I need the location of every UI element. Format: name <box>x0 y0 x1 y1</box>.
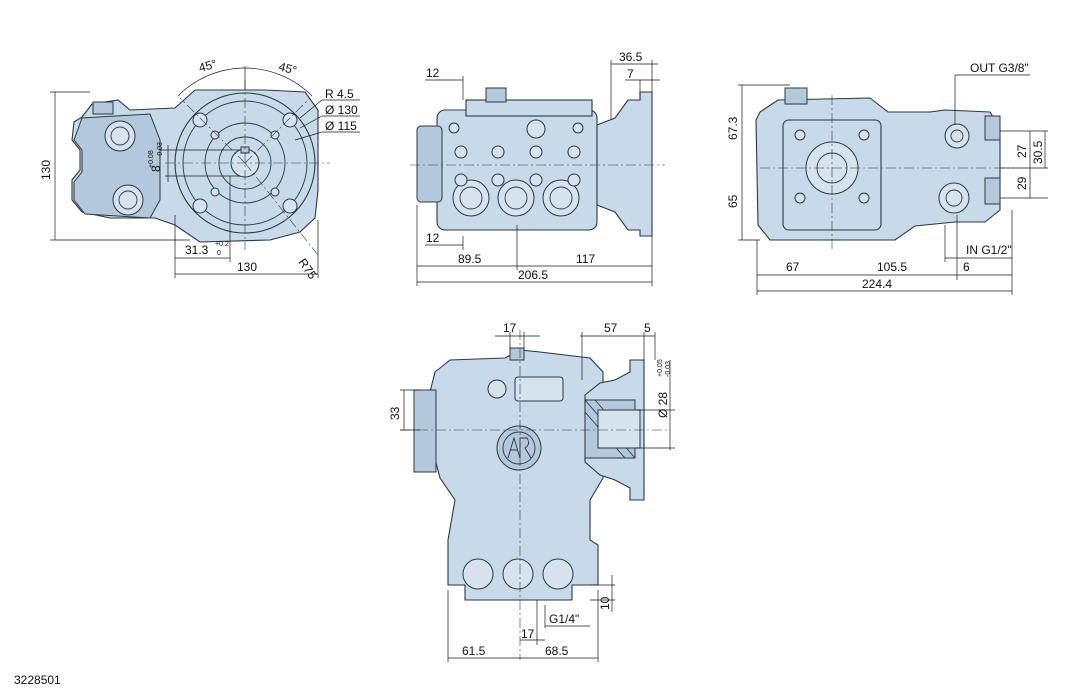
right-upper-height: 67.3 <box>726 116 740 140</box>
top-dim-68-5: 68.5 <box>545 644 569 658</box>
right-port-29: 29 <box>1015 176 1029 190</box>
right-view-in-port <box>938 182 970 214</box>
side-view-cover <box>416 125 443 203</box>
right-dim-67: 67 <box>786 260 800 274</box>
front-view-port-upper <box>104 120 136 152</box>
front-shaft-key: 8 <box>149 165 163 172</box>
front-angle-left: 45° <box>197 57 218 75</box>
right-port-27: 27 <box>1015 144 1029 158</box>
side-view-flange <box>596 91 653 237</box>
side-bottom-left: 12 <box>426 231 440 245</box>
front-view-port-lower <box>112 184 144 216</box>
top-top-17: 17 <box>503 321 517 335</box>
top-dim-10: 10 <box>598 596 612 610</box>
front-shaft-offset-tol-upper: +0.2 <box>215 241 229 248</box>
top-shaft-dia: Ø 28 <box>656 392 670 418</box>
right-view-boss-lower <box>984 177 1001 205</box>
side-flange-width: 36.5 <box>619 50 643 64</box>
top-dim-57: 57 <box>604 321 618 335</box>
top-dim-33: 33 <box>388 406 402 420</box>
front-view-boss <box>92 101 114 115</box>
top-shaft-tol-lower: -0.03 <box>665 361 672 377</box>
front-view <box>50 66 360 278</box>
side-dim-a: 89.5 <box>458 252 482 266</box>
top-view-logo <box>496 425 542 471</box>
top-view-head-1 <box>462 558 494 590</box>
front-view-bolt-3 <box>192 198 208 214</box>
front-shaft-key-tol-upper: +0.08 <box>148 150 155 168</box>
side-view <box>410 60 665 286</box>
reference-number: 3228501 <box>14 673 61 687</box>
right-view <box>738 74 1048 295</box>
top-bottom-17: 17 <box>521 627 535 641</box>
front-view-bolt-4 <box>282 198 298 214</box>
right-out-port: OUT G3/8" <box>970 61 1029 75</box>
top-view-head-3 <box>542 558 574 590</box>
right-dim-105-5: 105.5 <box>877 260 907 274</box>
top-shaft-tol-upper: +0.05 <box>657 359 664 377</box>
top-view-head-2 <box>502 558 534 590</box>
right-view-cap <box>784 87 808 105</box>
front-height: 130 <box>39 160 53 180</box>
top-view-side-plate <box>413 389 437 473</box>
front-shaft-offset-tol-lower: 0 <box>217 250 221 257</box>
side-top-left: 12 <box>426 66 440 80</box>
side-flange-offset: 7 <box>627 67 634 81</box>
side-view-head-1 <box>452 179 490 217</box>
top-view <box>400 330 675 662</box>
front-dia-outer: Ø 130 <box>325 103 358 117</box>
front-shaft-key-tol-lower: -0.03 <box>157 142 164 158</box>
front-view-bolt-1 <box>192 112 208 128</box>
side-view-top <box>465 99 593 117</box>
right-port-30-5: 30.5 <box>1031 140 1045 164</box>
top-port-g14: G1/4" <box>549 612 579 626</box>
front-dia-inner: Ø 115 <box>325 119 357 133</box>
right-view-out-port <box>944 123 970 149</box>
front-width: 130 <box>237 260 257 274</box>
front-radius-large: R75 <box>296 256 320 282</box>
front-radius-small: R 4.5 <box>325 87 354 101</box>
front-angle-right: 45° <box>277 59 298 77</box>
side-dim-b: 117 <box>576 252 595 266</box>
top-view-shaft <box>597 409 641 449</box>
right-lower-height: 65 <box>726 194 740 208</box>
top-view-plug <box>487 379 507 399</box>
top-view-cap <box>509 347 525 361</box>
side-overall: 206.5 <box>518 268 548 282</box>
top-dim-5: 5 <box>644 321 651 335</box>
right-dim-6: 6 <box>963 260 970 274</box>
side-view-head-2 <box>497 179 535 217</box>
side-view-head-3 <box>542 179 580 217</box>
top-dim-61-5: 61.5 <box>462 644 486 658</box>
front-view-bolt-2 <box>282 112 298 128</box>
right-in-port: IN G1/2" <box>966 243 1012 257</box>
top-view-label-plate <box>514 376 564 402</box>
right-overall: 224.4 <box>862 277 892 291</box>
side-view-cap <box>485 87 507 103</box>
front-shaft-offset: 31.3 <box>185 243 209 257</box>
right-view-boss-upper <box>984 115 1001 141</box>
